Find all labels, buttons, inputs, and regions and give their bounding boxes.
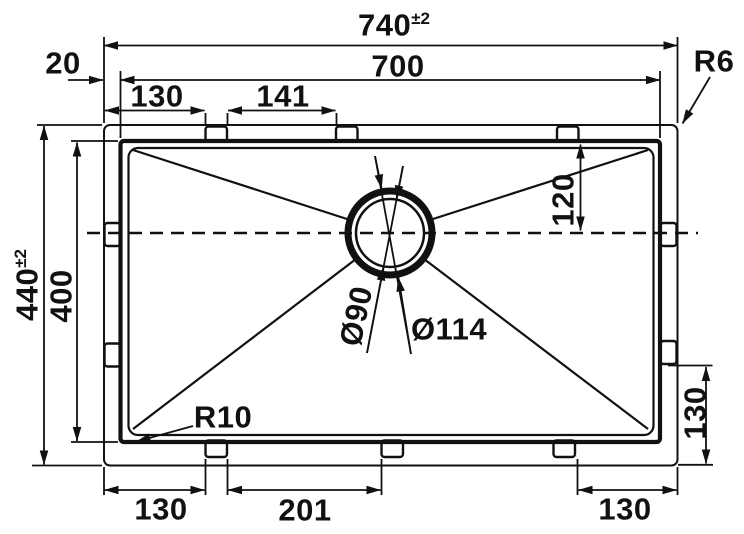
label-outer-corner-radius: R6 xyxy=(693,43,735,79)
dimension-lines xyxy=(32,37,713,495)
dim-edge-offset: 20 xyxy=(45,45,81,81)
dim-outer-height: 440±2 xyxy=(9,248,45,322)
sink-outline xyxy=(103,124,679,467)
label-drain-outer-diameter: Ø114 xyxy=(410,311,488,347)
dim-right-clip-offset: 130 xyxy=(677,386,713,440)
clip-right-2 xyxy=(659,339,678,366)
dim-top-clip-offset: 130 xyxy=(130,78,184,114)
bowl-opening-rect xyxy=(118,138,663,445)
dim-bottom-clip-span: 201 xyxy=(278,492,332,528)
label-inner-corner-radius: R10 xyxy=(193,399,253,435)
dim-outer-width: 740±2 xyxy=(358,10,430,41)
dim-bottom-left-clip-offset: 130 xyxy=(134,491,188,527)
dim-inner-width: 700 xyxy=(371,48,425,84)
clip-left-2 xyxy=(103,342,122,368)
mounting-clips xyxy=(103,125,678,459)
outer-flange-rect xyxy=(103,124,679,467)
dim-outer-width-tolerance: ±2 xyxy=(411,9,431,29)
dim-outer-width-value: 740 xyxy=(357,7,412,43)
diameter-leaders xyxy=(366,155,412,355)
bowl-inner-rect xyxy=(127,146,655,437)
dim-top-clip-span: 141 xyxy=(256,78,310,114)
dim-outer-height-tolerance: ±2 xyxy=(11,248,31,268)
dim-bottom-right-clip-offset: 130 xyxy=(598,491,652,527)
clip-right-1 xyxy=(659,221,678,248)
radius-leaders xyxy=(136,76,711,443)
dim-inner-height: 400 xyxy=(43,269,79,323)
clip-left-1 xyxy=(103,221,122,248)
dim-outer-height-value: 440 xyxy=(9,267,45,322)
dim-drain-offset: 120 xyxy=(545,173,581,227)
bowl-crease-lines xyxy=(132,148,649,430)
